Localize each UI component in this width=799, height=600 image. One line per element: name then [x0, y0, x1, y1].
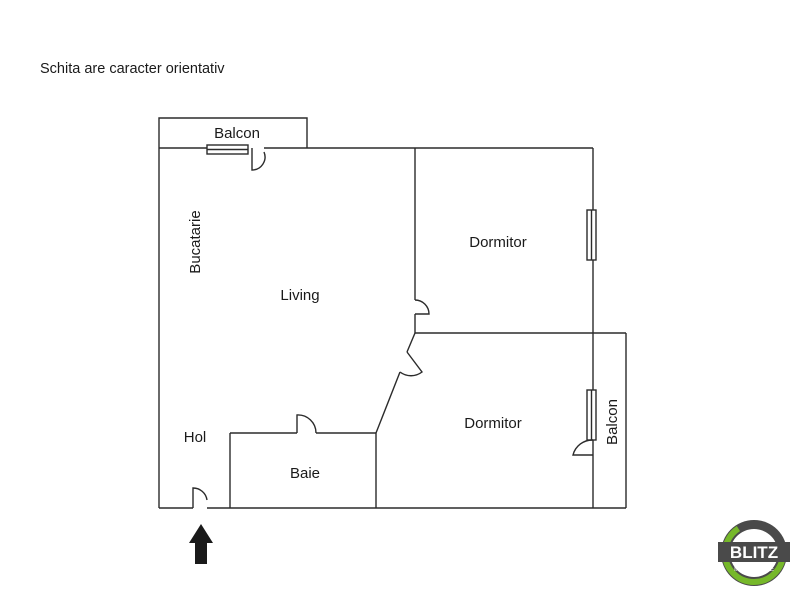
room-label-living: Living — [280, 287, 319, 304]
outer-walls — [158, 147, 597, 509]
room-label-dormitor-top: Dormitor — [469, 234, 527, 251]
room-label-dormitor-bottom: Dormitor — [464, 415, 522, 432]
entrance-door — [192, 487, 208, 508]
interior-wall-bedroom2 — [375, 332, 423, 508]
blitz-logo: BLITZ IMOBILIARE — [718, 520, 790, 586]
interior-wall-bedroom1 — [414, 148, 626, 334]
room-label-balcon-top: Balcon — [214, 125, 260, 142]
balcony-right — [572, 333, 627, 509]
disclaimer-note: Schita are caracter orientativ — [40, 61, 225, 77]
arrow-up-icon — [189, 524, 213, 564]
balcony-top — [158, 117, 308, 171]
logo-name: BLITZ — [730, 543, 778, 562]
room-label-balcon-right: Balcon — [604, 399, 621, 445]
room-label-hol: Hol — [184, 429, 207, 446]
bathroom-walls — [229, 414, 376, 508]
room-label-bucatarie: Bucatarie — [187, 210, 204, 273]
room-label-baie: Baie — [290, 465, 320, 482]
logo-tagline: IMOBILIARE — [734, 566, 774, 573]
